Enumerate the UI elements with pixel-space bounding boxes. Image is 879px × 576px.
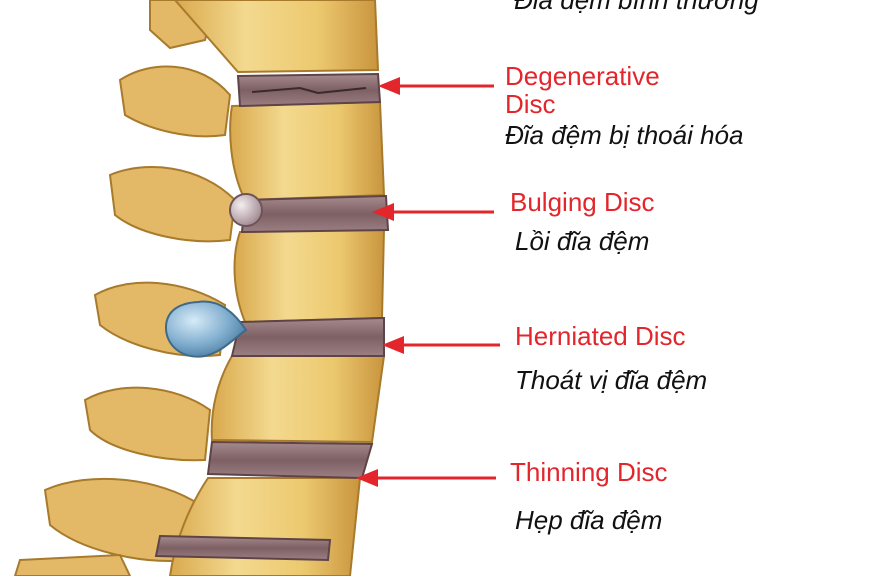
normal-disc-vi-label: Đĩa đệm bình thường [514,0,759,15]
herniated-vi-label: Thoát vị đĩa đệm [515,365,708,395]
bulging-en-label: Bulging Disc [510,187,655,217]
bulging-disc [240,194,390,234]
pointer-arrows [356,77,500,487]
thinning-en-label: Thinning Disc [510,457,668,487]
bulging-vi-label: Lồi đĩa đệm [515,226,650,256]
degenerative-disc-crack [251,86,367,95]
herniated-en-label: Herniated Disc [515,321,686,351]
degenerative-en-label-line1: Degenerative [505,61,660,91]
thinning-disc [206,440,374,480]
herniated-nucleus [164,300,248,358]
bottom-disc [154,534,332,562]
herniated-disc [230,316,385,357]
thinning-vi-label: Hẹp đĩa đệm [515,505,663,535]
posterior-processes [13,0,237,576]
degenerative-vi-label: Đĩa đệm bị thoái hóa [505,120,744,150]
degenerative-en-label-line2: Disc [505,89,556,119]
intervertebral-discs [154,72,390,562]
bulge-protrusion [229,193,263,227]
